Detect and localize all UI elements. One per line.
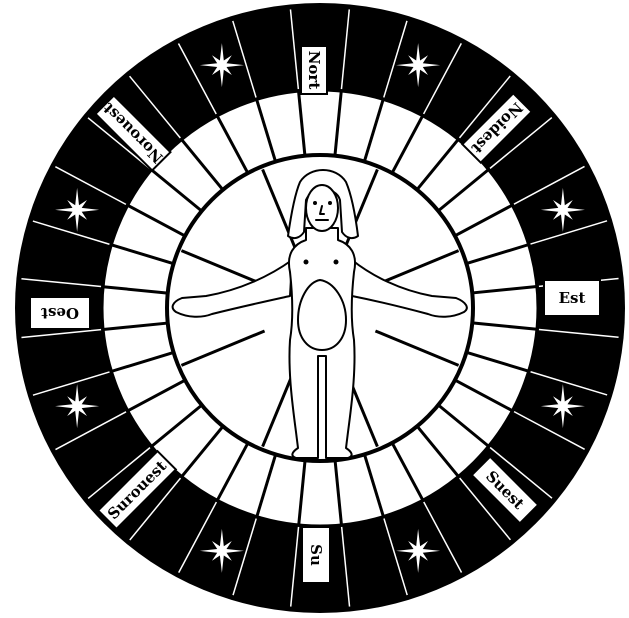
wind-label-south: Su xyxy=(302,527,330,583)
svg-text:Est: Est xyxy=(559,289,586,307)
wind-label-west: Oest xyxy=(30,297,90,329)
svg-text:Oest: Oest xyxy=(41,304,79,322)
wind-label-north: Nort xyxy=(301,46,327,94)
wind-label-east: Est xyxy=(544,280,600,316)
svg-text:Su: Su xyxy=(307,544,325,566)
svg-text:Nort: Nort xyxy=(305,51,323,90)
